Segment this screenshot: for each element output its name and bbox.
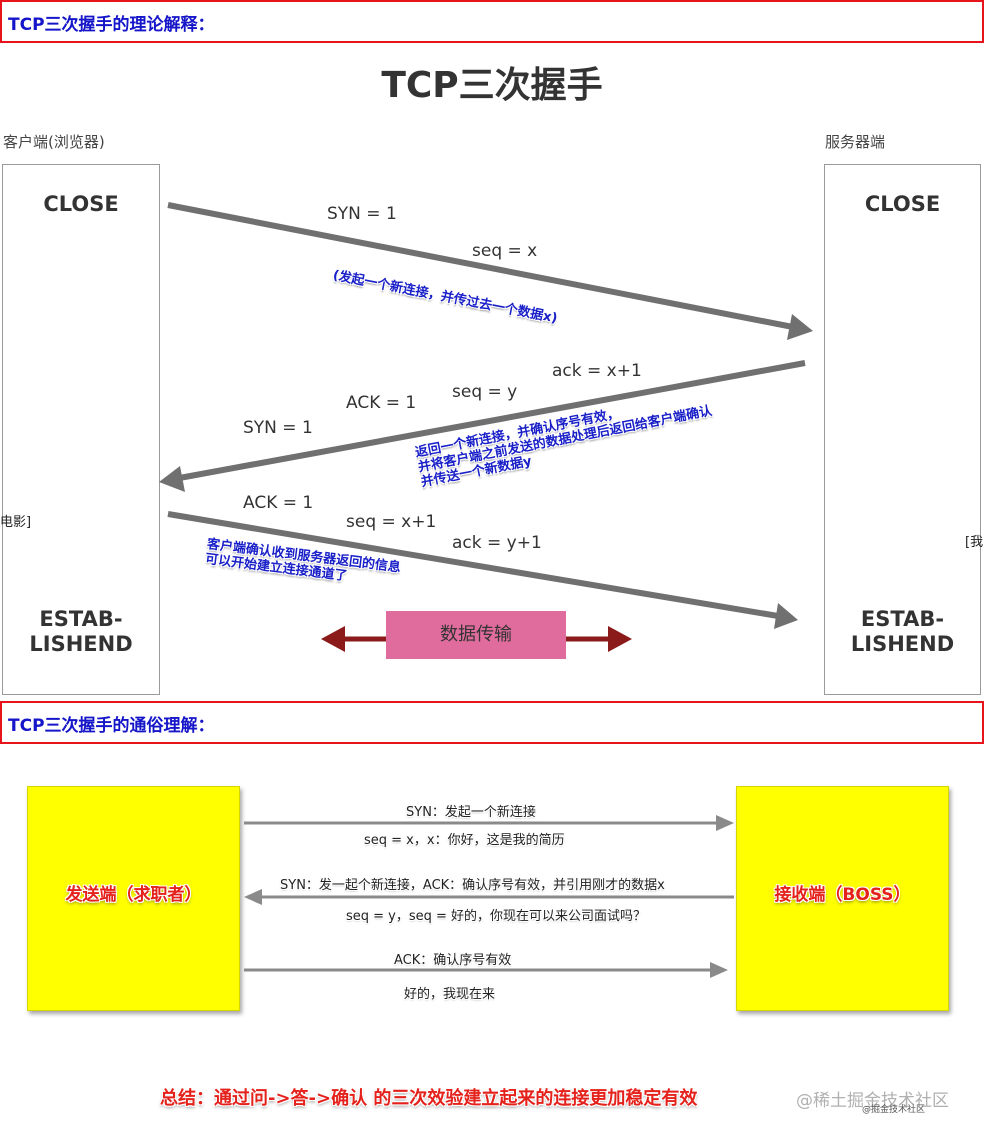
receiver-label: 接收端（BOSS） bbox=[774, 885, 911, 905]
handshake-arrows bbox=[159, 202, 813, 652]
plain-arrow-3 bbox=[244, 962, 728, 978]
sender-note: 发送端（求职者） bbox=[27, 786, 240, 1011]
server-state-established-line2: LISHEND bbox=[850, 632, 955, 656]
section-header-theory: TCP三次握手的理论解释： bbox=[0, 0, 984, 43]
data-transfer-arrows bbox=[321, 626, 632, 652]
watermark-main: @稀土掘金技术社区 bbox=[796, 1091, 949, 1111]
plain-arrows bbox=[244, 815, 734, 978]
client-state-established: ESTAB- LISHEND bbox=[3, 607, 159, 657]
plain-msg3-bottom: 好的，我现在来 bbox=[404, 987, 496, 1002]
plain-msg2-bottom: seq = y，seq = 好的，你现在可以来公司面试吗？ bbox=[346, 909, 647, 924]
arrow-syn-ack bbox=[159, 360, 806, 492]
server-state-established-line1: ESTAB- bbox=[860, 607, 945, 631]
client-label: 客户端(浏览器) bbox=[3, 133, 105, 151]
server-state-established: ESTAB- LISHEND bbox=[825, 607, 980, 657]
step3-ack-number-label: ack = y+1 bbox=[452, 533, 542, 553]
step2-seq-label: seq = y bbox=[452, 382, 518, 402]
arrow-syn bbox=[167, 202, 813, 340]
step3-seq-label: seq = x+1 bbox=[346, 512, 437, 532]
section-title-plain: TCP三次握手的通俗理解： bbox=[8, 716, 215, 736]
step2-syn-label: SYN = 1 bbox=[243, 418, 313, 438]
client-state-established-line2: LISHEND bbox=[29, 632, 133, 656]
server-panel: CLOSE ESTAB- LISHEND bbox=[824, 164, 981, 695]
sender-label: 发送端（求职者） bbox=[65, 885, 202, 905]
left-edge-fragment: 电影] bbox=[0, 515, 32, 530]
diagram-title: TCP三次握手 bbox=[381, 65, 603, 106]
step1-seq-label: seq = x bbox=[472, 241, 538, 261]
plain-arrow-2 bbox=[244, 889, 734, 905]
right-edge-fragment: [我 bbox=[965, 535, 984, 550]
section-title-theory: TCP三次握手的理论解释： bbox=[8, 15, 215, 35]
step1-syn-label: SYN = 1 bbox=[327, 204, 397, 224]
client-state-established-line1: ESTAB- bbox=[39, 607, 123, 631]
plain-msg3-top: ACK：确认序号有效 bbox=[394, 953, 512, 968]
receiver-note: 接收端（BOSS） bbox=[736, 786, 949, 1011]
arrow-ack bbox=[167, 511, 798, 629]
step2-ack-flag-label: ACK = 1 bbox=[346, 393, 417, 413]
server-label: 服务器端 bbox=[825, 133, 886, 151]
step3-ack-flag-label: ACK = 1 bbox=[243, 493, 314, 513]
plain-msg1-top: SYN：发起一个新连接 bbox=[406, 805, 536, 820]
section-header-plain: TCP三次握手的通俗理解： bbox=[0, 701, 984, 744]
server-state-close: CLOSE bbox=[864, 192, 941, 216]
client-state-close: CLOSE bbox=[43, 192, 119, 216]
plain-msg2-top: SYN：发一起个新连接，ACK：确认序号有效，并引用刚才的数据x bbox=[280, 878, 665, 893]
plain-arrow-1 bbox=[244, 815, 734, 831]
step2-ack-number-label: ack = x+1 bbox=[552, 361, 642, 381]
plain-msg1-bottom: seq = x，x：你好，这是我的简历 bbox=[364, 833, 565, 848]
data-transfer-box: 数据传输 bbox=[386, 611, 566, 659]
watermark-small: @掘金技术社区 bbox=[862, 1105, 926, 1115]
summary-text: 总结：通过问->答->确认 的三次效验建立起来的连接更加稳定有效 bbox=[160, 1088, 698, 1109]
client-panel: CLOSE ESTAB- LISHEND bbox=[2, 164, 160, 695]
